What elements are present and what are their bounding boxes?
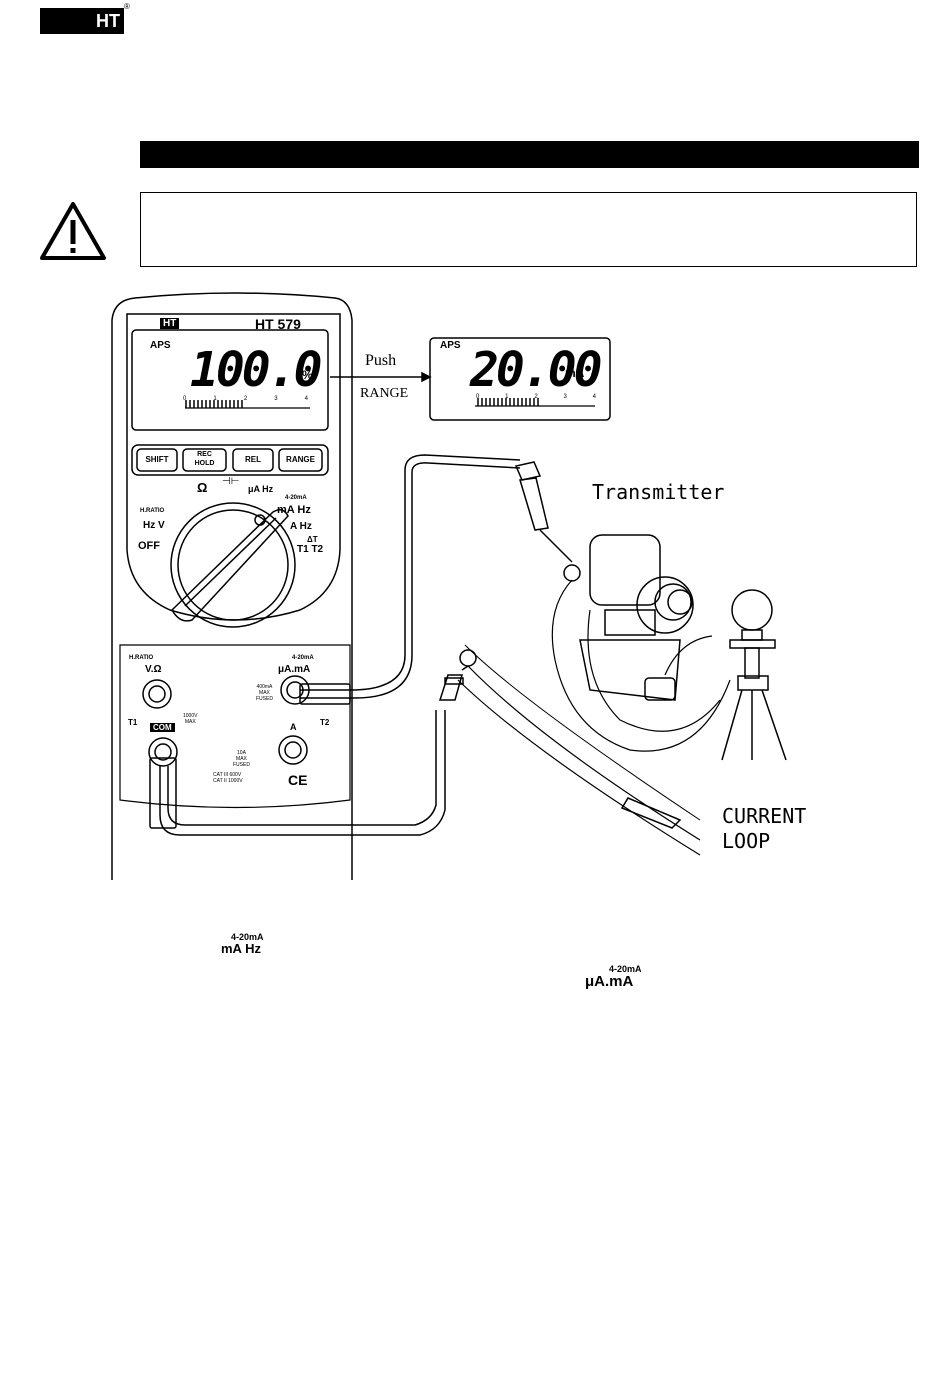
dial-ma-hz[interactable]: mA Hz [277,504,311,516]
inline-symbol-ma-hz: 4-20mA mA Hz [215,932,295,956]
registered-mark: ® [124,2,130,11]
fuse-ma-fused: FUSED [256,696,273,702]
section-heading-bar [140,141,919,168]
volt-max-label: MAX [184,719,196,725]
scale-0: 0 [476,394,480,400]
scale-4: 4 [592,394,596,400]
lcd-after-unit: mA [565,366,585,380]
bar-graph-ticks [185,398,539,408]
term-com: COM [150,723,175,732]
lcd-after-value: 20.00 [470,342,602,398]
transmitter-label: Transmitter [592,480,725,504]
inline-symbol-ua-ma: 4-20mA μA.mA [585,964,665,990]
dial-hz-ratio: H.RATIO [140,508,165,514]
rec-label: REC [197,451,212,458]
term-v-ohm: V.Ω [145,664,162,675]
fuse-a-max: MAX [236,756,247,762]
dial-ohm[interactable]: Ω [197,480,208,495]
lcd-after-scale: 0 1 2 3 4 [476,394,596,400]
dial-off[interactable]: OFF [138,540,160,552]
rel-button[interactable]: REL [245,455,261,464]
term-t1: T1 [128,718,138,727]
cat-ii: CAT II 1000V [213,778,243,784]
term-a: A [290,722,297,732]
current-loop-label: CURRENT LOOP [722,804,806,854]
sym2-top: 4-20mA [609,964,642,974]
lcd-main-mode: APS [150,340,171,351]
scale-2: 2 [534,394,538,400]
fuse-a-fused: FUSED [233,762,250,768]
warning-triangle-icon [40,202,106,260]
fuse-a-rating: 10A [237,750,246,756]
lcd-main-value: 100.0 [190,342,322,398]
scale-3: 3 [274,396,278,402]
ce-mark: CE [288,772,308,788]
warning-box [140,192,917,267]
dial-a-hz[interactable]: A Hz [290,521,312,532]
scale-4: 4 [304,396,308,402]
term-ua-ma: μA.mA [278,664,311,675]
volt-max-rating: 1000V [183,713,198,719]
scale-3: 3 [563,394,567,400]
scale-2: 2 [243,396,248,402]
term-volt-max: 1000V MAX [183,713,197,725]
current-loop-line1: CURRENT [722,804,807,828]
meter-brand: HT [160,318,180,329]
lcd-main-scale: 0 1 2 3 4 [183,396,308,402]
term-ma-fuse: 400mA MAX FUSED [256,684,273,702]
term-cat: CAT III 600V CAT II 1000V [213,772,243,784]
rec-hold-button[interactable]: REC HOLD [183,450,226,472]
term-a-fuse: 10A MAX FUSED [233,750,250,768]
current-loop-line2: LOOP [722,829,771,853]
lcd-after-mode: APS [440,340,461,351]
hold-label: HOLD [194,460,215,467]
fuse-ma-max: MAX [259,690,270,696]
dial-ma-range: 4-20mA [285,495,307,501]
sym1-top: 4-20mA [231,932,264,942]
scale-1: 1 [505,394,509,400]
range-button[interactable]: RANGE [286,455,315,464]
term-t2: T2 [320,718,330,727]
dial-t1-t2[interactable]: T1 T2 [297,544,324,555]
dial-delta-t: ΔT [307,535,318,544]
measurement-diagram [111,292,787,880]
sym1-bottom: mA Hz [221,941,261,956]
meter-model: HT 579 [255,316,301,332]
shift-button[interactable]: SHIFT [145,455,169,464]
range-label: RANGE [360,386,409,401]
term-hz-ratio: H.RATIO [129,655,154,661]
dial-hz-v[interactable]: Hz V [143,520,165,531]
cat-iii: CAT III 600V [213,772,242,778]
ht-logo: HT [40,8,124,34]
scale-1: 1 [213,396,217,402]
dial-cap[interactable]: ⊣⊢ [222,476,240,487]
sym2-bottom: μA.mA [585,973,634,990]
fuse-ma-rating: 400mA [256,684,273,690]
dial-ua-hz[interactable]: μA Hz [248,484,274,494]
push-label: Push [365,352,397,369]
term-ma-range: 4-20mA [292,655,314,661]
lcd-main-unit: % [302,368,313,382]
scale-0: 0 [183,396,187,402]
